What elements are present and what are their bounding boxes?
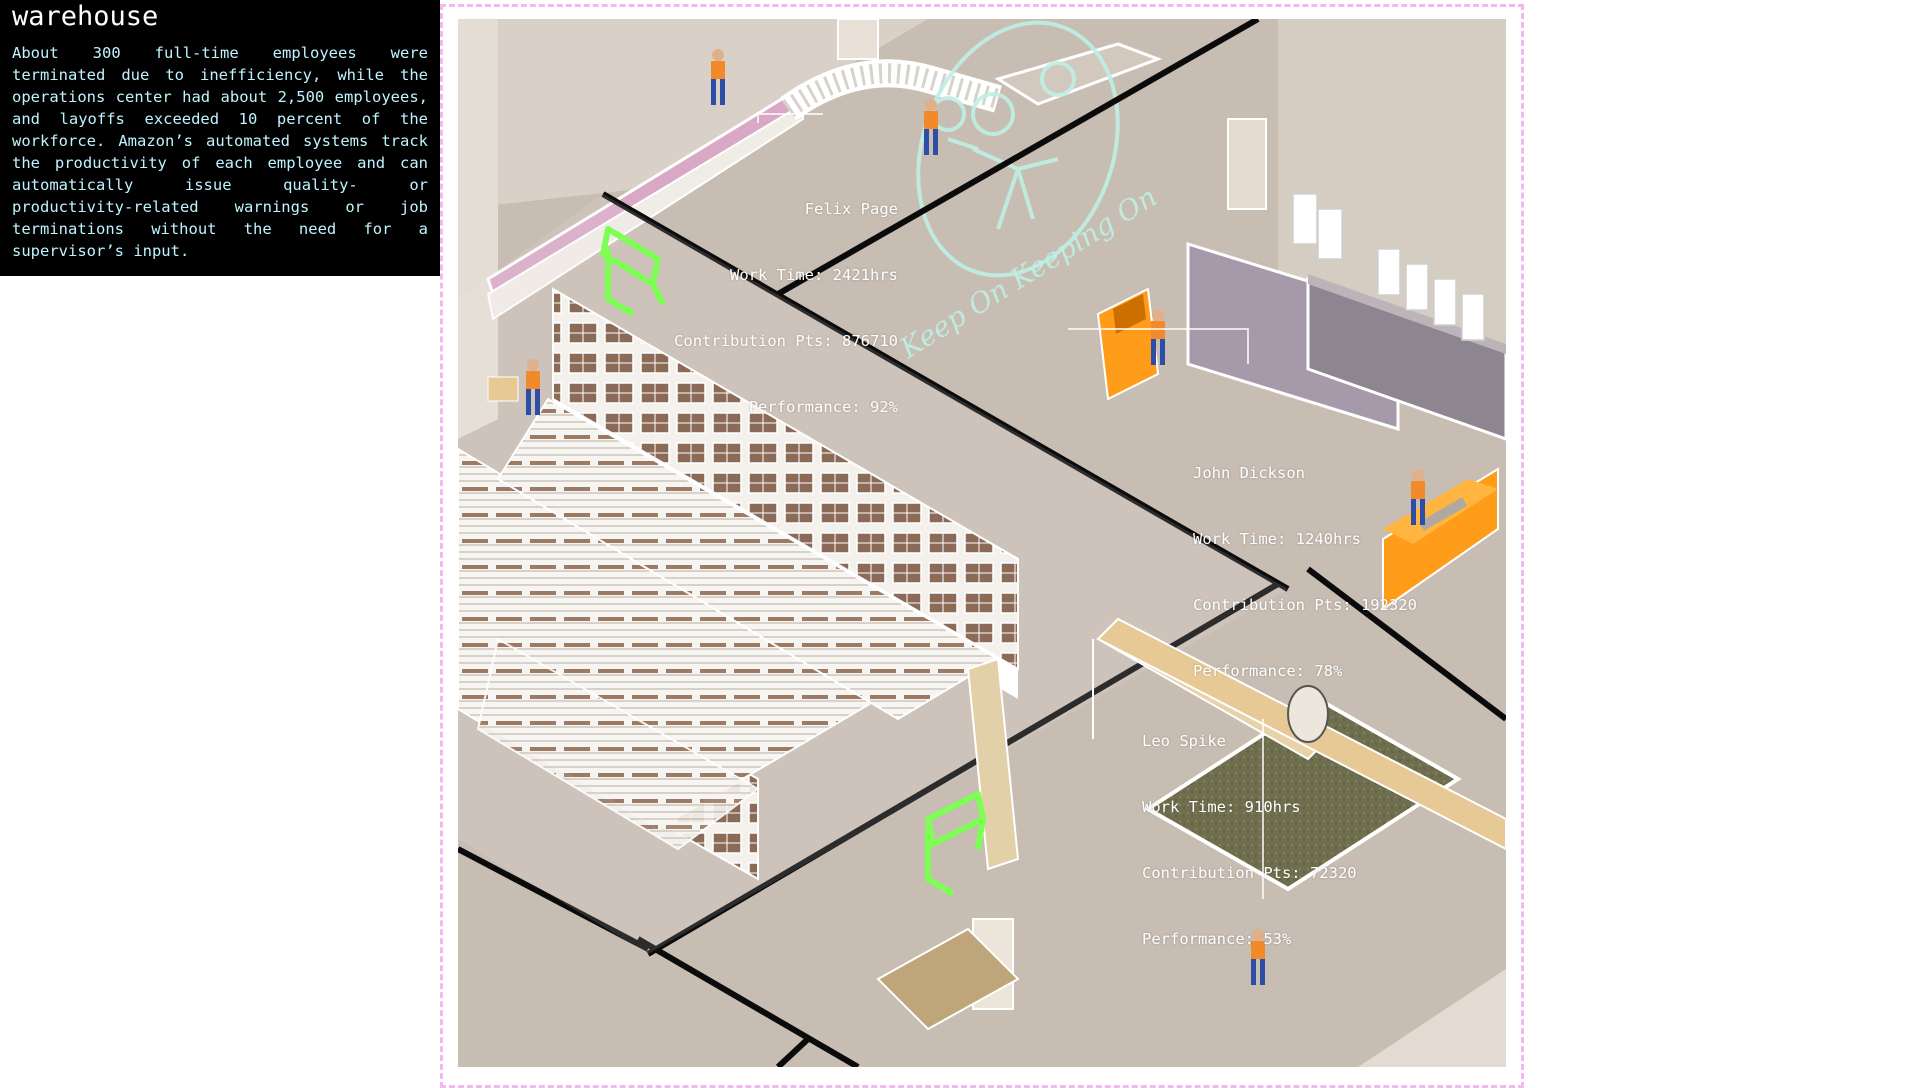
worker-stats-leo: Leo Spike Work Time: 910hrs Contribution… [1142, 686, 1442, 994]
paper-stacks [458, 397, 1000, 851]
column [1227, 118, 1267, 210]
worker-name: Felix Page [804, 200, 898, 218]
worker-work-time: Work Time: 1240hrs [1193, 530, 1361, 548]
worker-name: Leo Spike [1142, 732, 1226, 750]
warehouse-scene-svg: Keep On Keeping On [458, 19, 1506, 1067]
robot-arm [876, 657, 1020, 1031]
cutting-station [1092, 617, 1506, 892]
callout-lines [757, 113, 1264, 899]
worker-performance: Performance: 53% [1142, 930, 1292, 948]
worker-contribution: Contribution Pts: 192320 [1193, 596, 1417, 614]
worker-figures [487, 49, 1425, 985]
panel-description: About 300 full-time employees were termi… [12, 44, 428, 260]
worker-name: John Dickson [1193, 464, 1305, 482]
warehouse-illustration: Keep On Keeping On [458, 19, 1506, 1067]
orange-lathe-machine [1382, 467, 1499, 611]
worker-work-time: Work Time: 910hrs [1142, 798, 1301, 816]
conveyor-belt [486, 42, 1163, 321]
panel-title: warehouse [12, 1, 159, 32]
back-wall [458, 19, 928, 209]
security-camera-icon [600, 226, 986, 897]
left-column [458, 19, 498, 439]
column [837, 19, 879, 60]
worker-performance: Performance: 92% [748, 398, 898, 416]
worker-stats-john: John Dickson Work Time: 1240hrs Contribu… [1193, 418, 1493, 726]
room-dividers [458, 19, 1506, 1067]
orange-kiosk [1096, 287, 1160, 401]
corner-wall [1358, 969, 1506, 1067]
worker-stats-felix: Felix Page Work Time: 2421hrs Contributi… [608, 154, 898, 462]
printing-machines [1186, 193, 1506, 441]
worker-contribution: Contribution Pts: 876710 [674, 332, 898, 350]
worker-performance: Performance: 78% [1193, 662, 1343, 680]
worker-work-time: Work Time: 2421hrs [730, 266, 898, 284]
info-panel: warehouse About 300 full-time employees … [0, 0, 440, 276]
worker-contribution: Contribution Pts: 72320 [1142, 864, 1357, 882]
